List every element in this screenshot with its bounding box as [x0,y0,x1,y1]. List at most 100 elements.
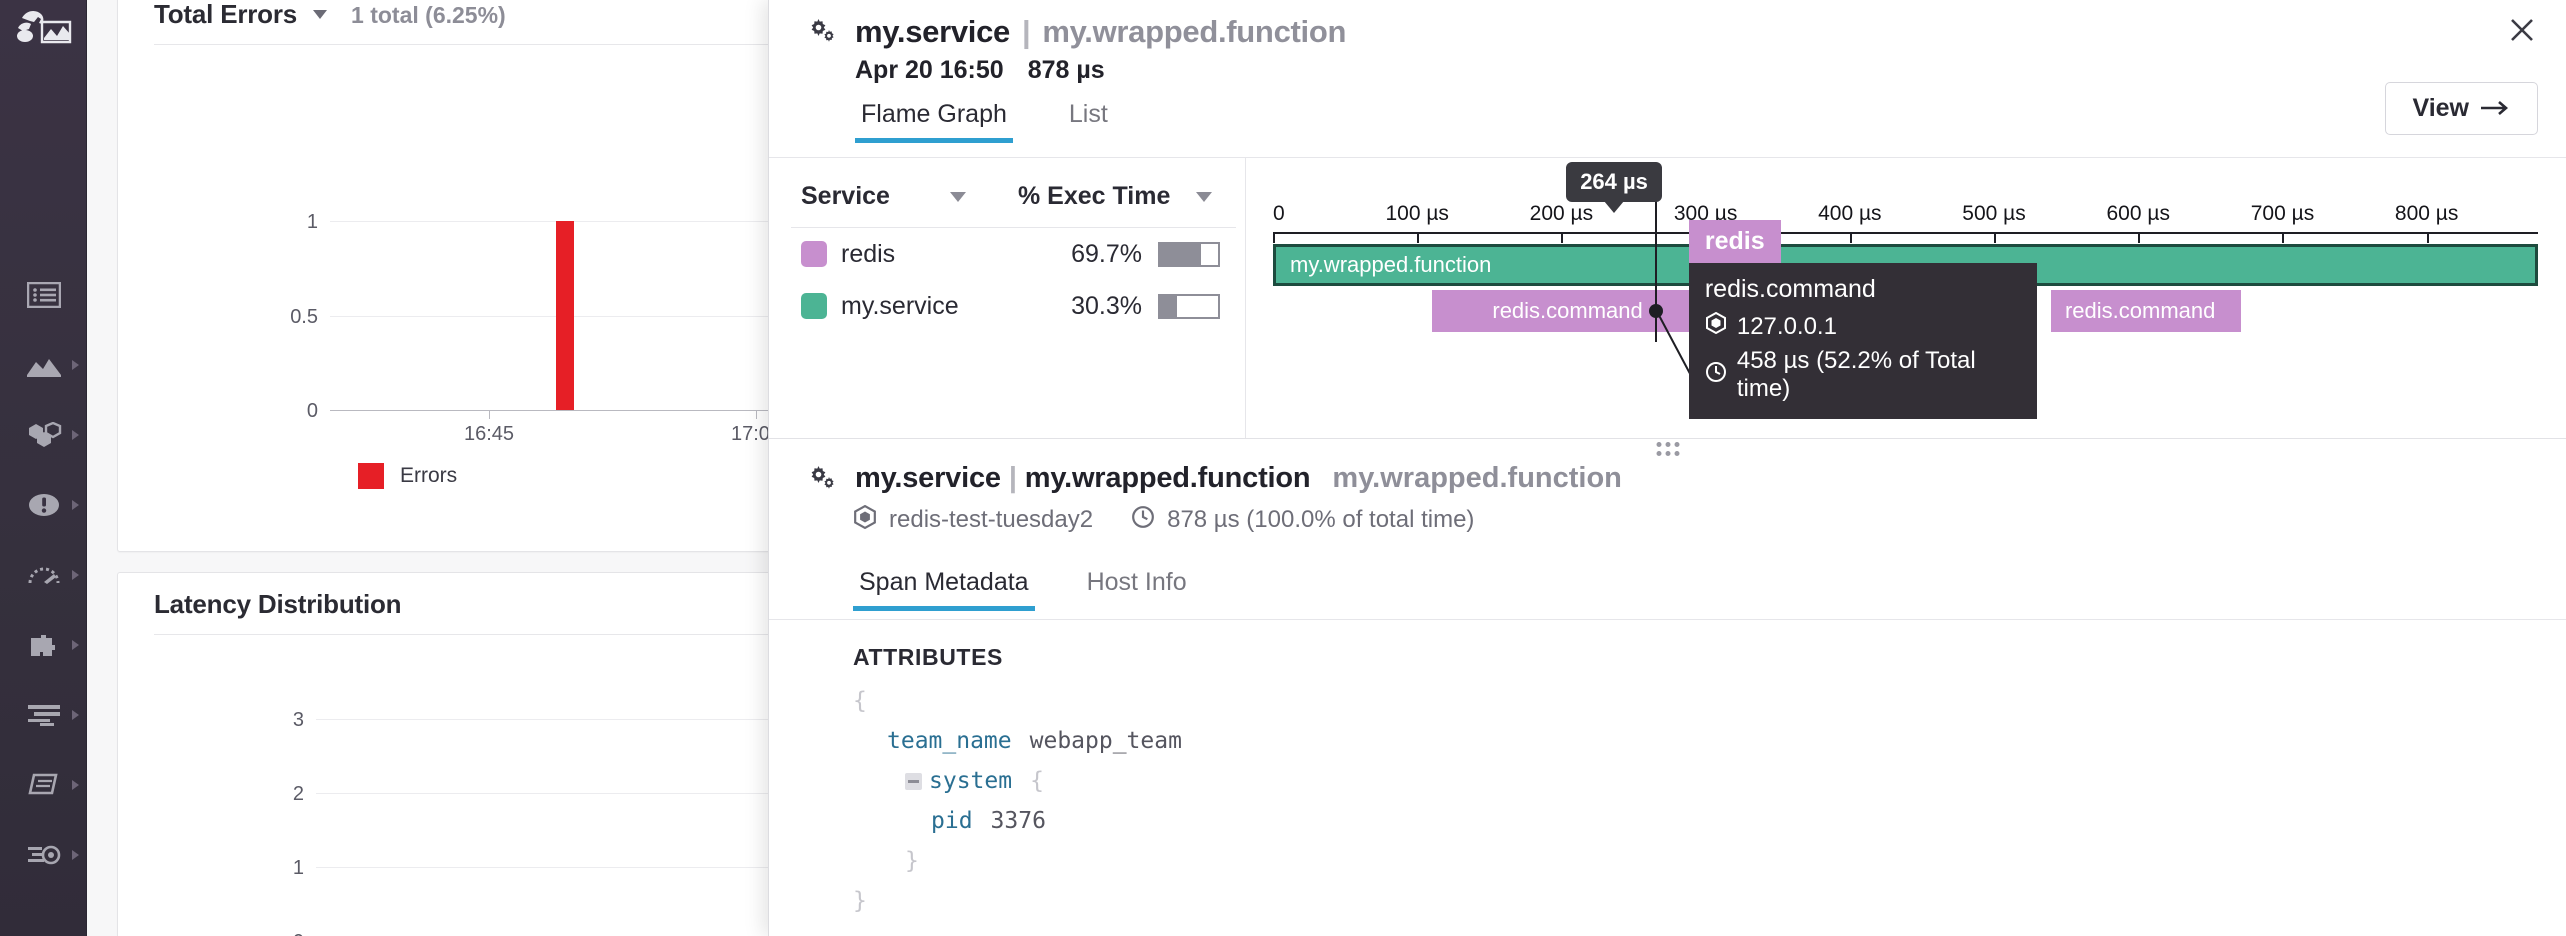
total-errors-subtitle: 1 total (6.25%) [351,2,506,28]
axis-tick-label: 200 µs [1529,202,1594,225]
detail-meta-row: redis-test-tuesday2 878 µs (100.0% of to… [769,504,2566,534]
panel-tabs: Flame Graph List [855,92,1114,143]
drag-handle-icon[interactable] [1656,442,1679,456]
cursor-line [1655,188,1658,342]
table-row[interactable]: redis 69.7% [769,228,1246,280]
flame-graph-section: Service % Exec Time redis 69.7% my.servi… [769,158,2566,438]
y-tick-label: 0 [306,400,318,422]
panel-duration: 878 µs [1027,56,1105,84]
tab-host-info[interactable]: Host Info [1086,568,1187,596]
sort-service-icon[interactable] [949,191,966,202]
tab-flame-graph[interactable]: Flame Graph [855,92,1013,143]
json-value-pid: 3376 [990,808,1046,834]
sidebar-item-integrations[interactable] [0,610,87,680]
close-icon[interactable] [2500,8,2544,52]
bar-errors[interactable] [556,221,574,410]
gridline [316,793,926,794]
service-name: my.service [841,291,959,320]
chevron-right-icon [72,850,79,860]
divider [769,619,2566,620]
sidebar-item-monitors[interactable] [0,470,87,540]
sidebar-item-dashboards[interactable] [0,330,87,400]
tab-list[interactable]: List [1068,100,1108,128]
flame-bar-label: my.wrapped.function [1290,252,1492,277]
panel-title-separator: | [1022,14,1031,49]
legend-label-errors: Errors [400,464,458,487]
service-pct: 69.7% [1071,239,1142,268]
sidebar-item-events[interactable] [0,260,87,330]
alert-icon [28,494,59,516]
chevron-right-icon [72,500,79,510]
json-row-system: system { [853,761,1182,801]
sidebar-item-logs[interactable] [0,680,87,750]
json-row-pid: pid 3376 [853,801,1182,841]
gears-icon [805,17,839,47]
hexagons-icon [28,422,61,447]
left-nav-rail [0,0,87,936]
axis-tick-label: 300 µs [1673,202,1738,225]
service-exec-table: Service % Exec Time redis 69.7% my.servi… [769,158,1246,438]
json-key-system[interactable]: system [929,768,1013,794]
gears-icon [805,464,839,494]
gridline [330,221,926,222]
gridline [316,719,926,720]
host-icon [853,504,877,534]
datadog-logo[interactable] [14,8,74,58]
panel-title: my.service|my.wrapped.function [855,14,1346,50]
puzzle-icon [30,635,55,656]
panel-title-service: my.service [855,14,1010,49]
chevron-down-icon[interactable] [313,10,328,19]
panel-splitter[interactable] [769,438,2566,439]
time-axis: 0 100 µs 200 µs 300 µs 400 µs 500 µs 600… [1273,186,2538,243]
span-detail-section: my.service|my.wrapped.function my.wrappe… [769,462,2566,914]
service-color-swatch [801,241,827,267]
area-chart-icon [26,359,61,377]
attributes-json: { team_name webapp_team system { pid [853,681,1182,921]
sidebar-item-infrastructure[interactable] [0,400,87,470]
latency-header: Latency Distribution [118,573,936,620]
json-system-open-brace: { [1030,768,1044,794]
json-row-team-name: team_name webapp_team [853,721,1182,761]
arrow-right-icon [2481,94,2511,123]
axis-tick-label: 0 [1273,202,1285,225]
cursor-time-badge: 264 µs [1566,162,1662,202]
axis-tick-label: 100 µs [1385,202,1449,225]
host-icon [1705,311,1727,341]
tooltip-service: redis [1688,220,1781,263]
chevron-right-icon [72,640,79,650]
chart-legend: Errors [358,463,457,489]
nav-items [0,260,87,890]
panel-timestamp: Apr 20 16:50 [855,56,1004,84]
collapse-toggle-icon[interactable] [905,772,922,790]
sidebar-item-watchdog[interactable] [0,820,87,890]
axis-tick-label: 700 µs [2250,202,2315,225]
service-name: redis [841,239,896,268]
x-tick [489,410,490,419]
tooltip-body: redis.command 127.0.0.1 458 µs (52.2% o [1688,263,2037,419]
y-tick-label: 0 [244,931,304,936]
chevron-right-icon [72,570,79,580]
x-tick [756,410,757,419]
view-button[interactable]: View [2385,82,2538,135]
latency-plot: 3 2 1 0 [118,653,936,936]
gridline [316,867,926,868]
sidebar-item-apm[interactable] [0,540,87,610]
service-pct: 30.3% [1071,291,1142,320]
tab-span-metadata[interactable]: Span Metadata [853,560,1035,611]
flame-timeline[interactable]: 0 100 µs 200 µs 300 µs 400 µs 500 µs 600… [1247,158,2566,438]
sidebar-item-notebooks[interactable] [0,750,87,820]
divider [1245,158,1246,438]
table-row[interactable]: my.service 30.3% [769,280,1246,332]
detail-separator: | [1008,462,1017,494]
tooltip-duration-row: 458 µs (52.2% of Total time) [1705,347,2021,403]
logs-icon [27,705,60,726]
gridline [330,316,926,317]
json-close-brace: } [853,888,867,914]
clock-icon [1131,505,1155,534]
detail-header-row: my.service|my.wrapped.function my.wrappe… [769,462,2566,495]
detail-operation: my.wrapped.function [1332,462,1622,494]
divider [791,227,1236,228]
flame-bar-redis-command-2[interactable]: redis.command [2050,290,2241,332]
axis-tick-label: 500 µs [1962,202,2026,225]
sort-exec-time-icon[interactable] [1196,191,1213,202]
